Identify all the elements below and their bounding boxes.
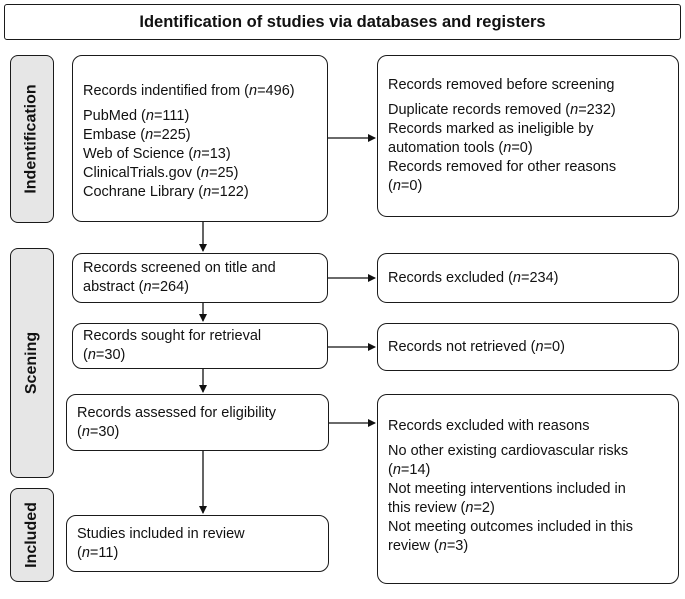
records-screened-line1: Records screened on title and <box>83 260 276 276</box>
studies-included-line1: Studies included in review <box>77 525 245 542</box>
reason-2-line1: Not meeting interventions included in <box>388 481 626 497</box>
records-not-retrieved-text: Records not retrieved (n=0) <box>388 338 565 355</box>
records-assessed-box: Records assessed for eligibility (n=30) <box>66 394 329 451</box>
records-assessed-line2: (n=30) <box>77 423 120 440</box>
phase-identification: Indentification <box>10 55 54 223</box>
removed-other-line2: (n=0) <box>388 178 423 194</box>
reason-3-line2: review (n=3) <box>388 538 469 554</box>
source-web-of-science: Web of Science (n=13) <box>83 146 231 162</box>
phase-screening: Scening <box>10 248 54 478</box>
records-assessed-line1: Records assessed for eligibility <box>77 404 277 421</box>
header-title: Identification of studies via databases … <box>139 12 546 31</box>
records-removed-box: Records removed before screening Duplica… <box>377 55 679 217</box>
records-identified-box: Records indentified from (n=496) PubMed … <box>72 55 328 222</box>
reason-1-line1: No other existing cardiovascular risks <box>388 443 629 459</box>
records-excluded-text: Records excluded (n=234) <box>388 269 559 286</box>
records-sought-line2: (n=30) <box>83 347 126 363</box>
diagram-header: Identification of studies via databases … <box>4 4 681 40</box>
removed-ineligible-line2: automation tools (n=0) <box>388 140 533 156</box>
excluded-reasons-title: Records excluded with reasons <box>388 418 590 434</box>
records-screened-line2: abstract (n=264) <box>83 279 190 295</box>
records-excluded-reasons-box: Records excluded with reasons No other e… <box>377 394 679 584</box>
records-not-retrieved-box: Records not retrieved (n=0) <box>377 323 679 371</box>
reason-1-line2: (n=14) <box>388 462 431 478</box>
reason-2-line2: this review (n=2) <box>388 500 495 516</box>
source-pubmed: PubMed (n=111) <box>83 108 190 124</box>
source-clinicaltrials: ClinicalTrials.gov (n=25) <box>83 165 239 181</box>
studies-included-box: Studies included in review (n=11) <box>66 515 329 572</box>
removed-other-line1: Records removed for other reasons <box>388 159 617 175</box>
source-cochrane: Cochrane Library (n=122) <box>83 184 249 200</box>
phase-included: Included <box>10 488 54 582</box>
records-excluded-box: Records excluded (n=234) <box>377 253 679 303</box>
source-embase: Embase (n=225) <box>83 127 191 143</box>
records-sought-box: Records sought for retrieval (n=30) <box>72 323 328 369</box>
removed-ineligible-line1: Records marked as ineligible by <box>388 121 594 137</box>
records-screened-box: Records screened on title and abstract (… <box>72 253 328 303</box>
records-removed-title: Records removed before screening <box>388 77 615 93</box>
studies-included-line2: (n=11) <box>77 544 119 561</box>
records-sought-line1: Records sought for retrieval <box>83 328 262 344</box>
removed-duplicates: Duplicate records removed (n=232) <box>388 102 616 118</box>
reason-3-line1: Not meeting outcomes included in this <box>388 519 634 535</box>
records-identified-title: Records indentified from (n=496) <box>83 83 295 99</box>
